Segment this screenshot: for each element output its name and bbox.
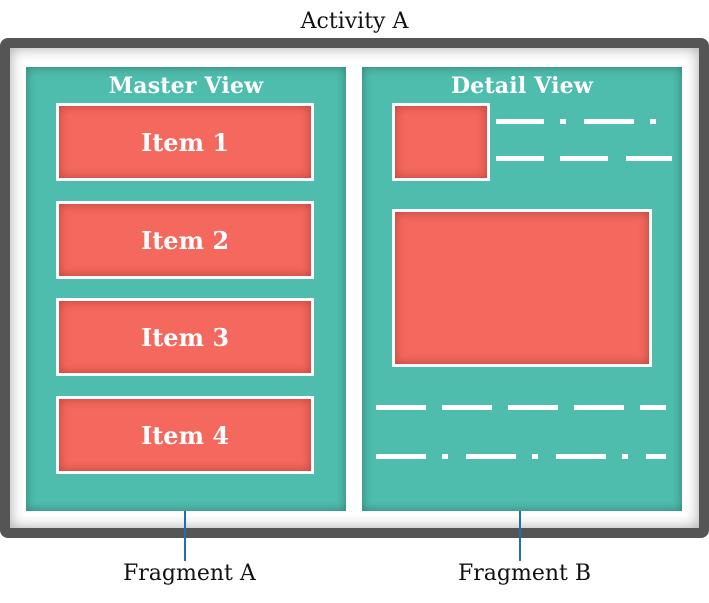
fragment-a-connector-line: [184, 511, 186, 561]
master-view-panel: Master View Item 1 Item 2 Item 3 Item 4: [26, 67, 346, 511]
text-placeholder-dot: [532, 454, 538, 459]
detail-thumbnail-placeholder: [392, 103, 490, 181]
master-view-title: Master View: [108, 73, 264, 99]
text-placeholder-dot: [650, 119, 656, 124]
text-placeholder-dash: [574, 405, 624, 410]
activity-title: Activity A: [300, 9, 409, 34]
text-placeholder-dash: [496, 156, 544, 161]
text-placeholder-dot: [622, 454, 628, 459]
text-placeholder-dash: [442, 405, 492, 410]
detail-image-placeholder: [392, 209, 652, 367]
detail-view-title: Detail View: [450, 73, 594, 99]
text-placeholder-dash: [496, 119, 544, 124]
detail-view-panel: Detail View: [362, 67, 682, 511]
text-placeholder-dash: [640, 405, 666, 410]
text-placeholder-dash: [556, 454, 606, 459]
text-placeholder-dash: [376, 405, 426, 410]
text-placeholder-dot: [560, 119, 566, 124]
fragment-b-label: Fragment B: [458, 561, 592, 586]
master-item-1[interactable]: Item 1: [56, 103, 314, 181]
fragment-a-label: Fragment A: [123, 561, 256, 586]
text-placeholder-dash: [508, 405, 558, 410]
fragment-b-connector-line: [519, 511, 521, 561]
text-placeholder-dash: [626, 156, 672, 161]
text-placeholder-dash: [646, 454, 666, 459]
master-item-3[interactable]: Item 3: [56, 298, 314, 376]
text-placeholder-dot: [442, 454, 448, 459]
text-placeholder-dash: [466, 454, 516, 459]
text-placeholder-dash: [584, 119, 634, 124]
master-item-2[interactable]: Item 2: [56, 201, 314, 279]
text-placeholder-dash: [560, 156, 608, 161]
master-item-4[interactable]: Item 4: [56, 396, 314, 474]
text-placeholder-dash: [376, 454, 426, 459]
